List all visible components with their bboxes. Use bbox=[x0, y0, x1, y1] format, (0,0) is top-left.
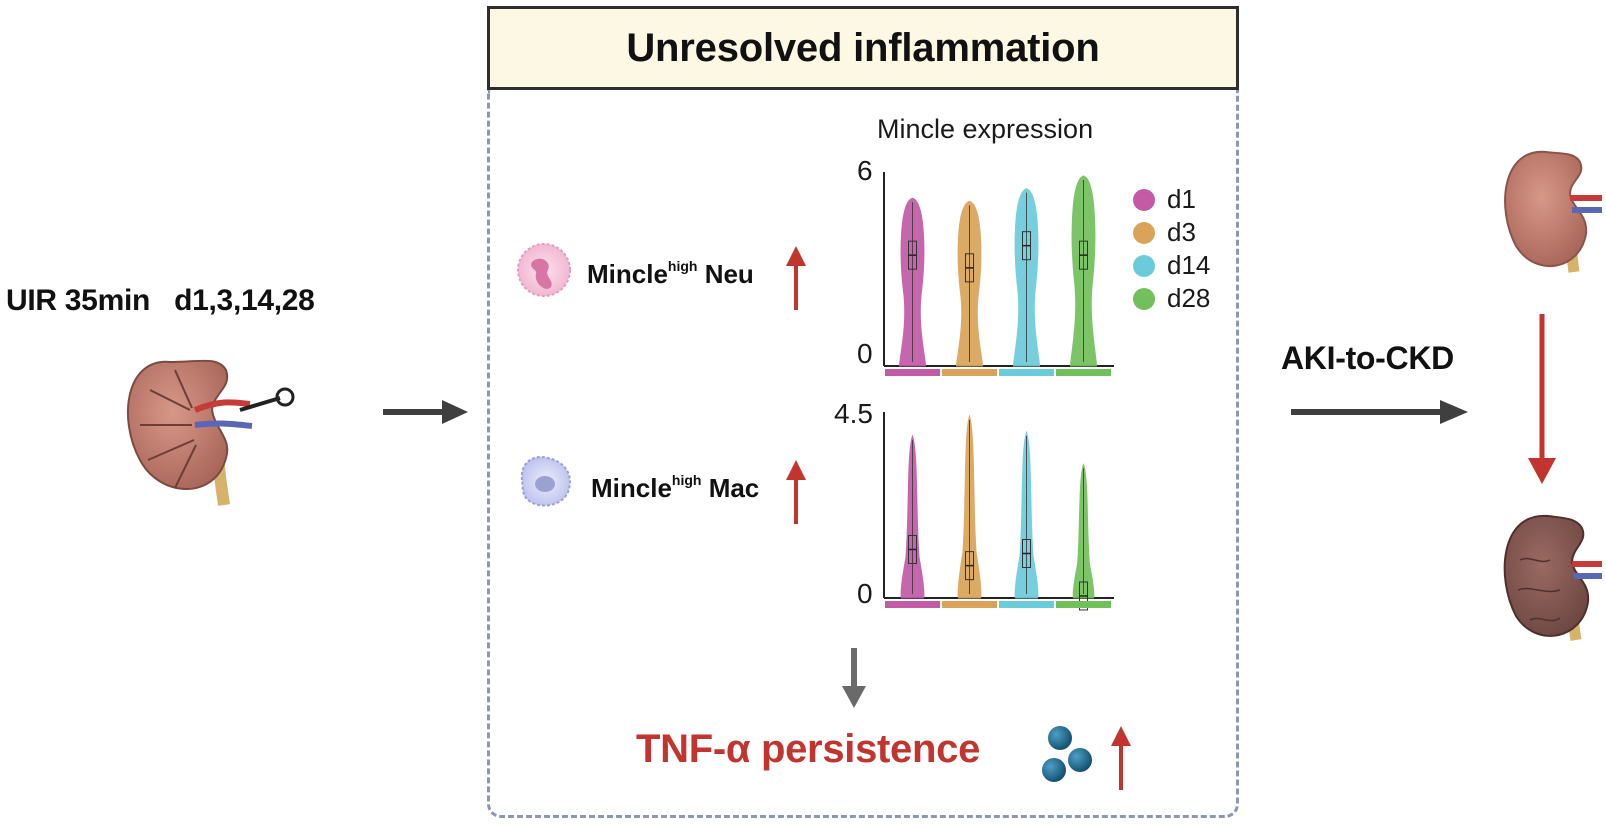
arrow-to-center bbox=[383, 400, 468, 424]
legend-swatch-d28 bbox=[1133, 287, 1155, 310]
progression-down-arrow bbox=[1528, 314, 1556, 484]
mac-group-bar-d14 bbox=[999, 601, 1054, 608]
mac-group-bar-d28 bbox=[1056, 601, 1111, 608]
neutrophil-icon bbox=[517, 243, 571, 297]
mincle-high-neu-label: Minclehigh Neu bbox=[587, 258, 754, 290]
mac-ytick-max: 4.5 bbox=[834, 398, 873, 429]
neu-label-sup: high bbox=[667, 258, 698, 274]
healthy-kidney-icon bbox=[1504, 150, 1602, 273]
kidney-clamp-icon bbox=[126, 359, 295, 506]
legend-item-d14: d14 bbox=[1133, 249, 1210, 282]
mincle-high-mac-label: Minclehigh Mac bbox=[591, 472, 759, 504]
diagram-title: Unresolved inflammation bbox=[626, 25, 1100, 70]
legend-label-d1: d1 bbox=[1167, 184, 1196, 214]
neu-group-bar-d28 bbox=[1056, 369, 1111, 376]
legend-swatch-d14 bbox=[1133, 254, 1155, 277]
legend-item-d1: d1 bbox=[1133, 183, 1210, 216]
neu-label-name: Mincle bbox=[587, 259, 668, 289]
uir-protocol-label: UIR 35min d1,3,14,28 bbox=[6, 284, 315, 317]
legend-label-d3: d3 bbox=[1167, 217, 1196, 247]
tnf-persistence-label: TNF-α persistence bbox=[636, 727, 981, 771]
neu-group-bar-d1 bbox=[885, 369, 940, 376]
title-box: Unresolved inflammation bbox=[487, 6, 1239, 90]
mac-label-sup: high bbox=[671, 472, 702, 488]
legend-item-d28: d28 bbox=[1133, 282, 1210, 315]
violin-chart bbox=[883, 172, 1114, 611]
macrophage-icon bbox=[520, 456, 571, 507]
neu-label-suffix: Neu bbox=[697, 259, 754, 289]
aki-to-ckd-label: AKI-to-CKD bbox=[1281, 340, 1454, 376]
arrow-to-tnf bbox=[842, 648, 866, 708]
legend-item-d3: d3 bbox=[1133, 216, 1210, 249]
neu-up-arrow bbox=[786, 246, 806, 310]
neu-group-bar-d14 bbox=[999, 369, 1054, 376]
tnf-up-arrow bbox=[1111, 726, 1131, 790]
chart-legend: d1 d3 d14 d28 bbox=[1133, 183, 1210, 315]
tnf-molecule-icon bbox=[1042, 726, 1092, 782]
mac-label-suffix: Mac bbox=[701, 473, 760, 503]
mac-group-bar-d3 bbox=[942, 601, 997, 608]
neu-group-bar-d3 bbox=[942, 369, 997, 376]
neu-ytick-max: 6 bbox=[857, 155, 873, 186]
mac-ytick-min: 0 bbox=[857, 578, 873, 609]
mac-up-arrow bbox=[786, 460, 806, 524]
fibrotic-kidney-icon bbox=[1503, 514, 1602, 641]
legend-swatch-d3 bbox=[1133, 221, 1155, 244]
neu-ytick-min: 0 bbox=[857, 338, 873, 369]
legend-swatch-d1 bbox=[1133, 188, 1155, 211]
legend-label-d14: d14 bbox=[1167, 250, 1211, 280]
chart-title: Mincle expression bbox=[877, 114, 1094, 144]
arrow-to-outcome bbox=[1291, 400, 1468, 424]
center-dashed-panel bbox=[487, 90, 1239, 818]
legend-label-d28: d28 bbox=[1167, 283, 1211, 313]
mac-group-bar-d1 bbox=[885, 601, 940, 608]
mac-label-name: Mincle bbox=[591, 473, 672, 503]
